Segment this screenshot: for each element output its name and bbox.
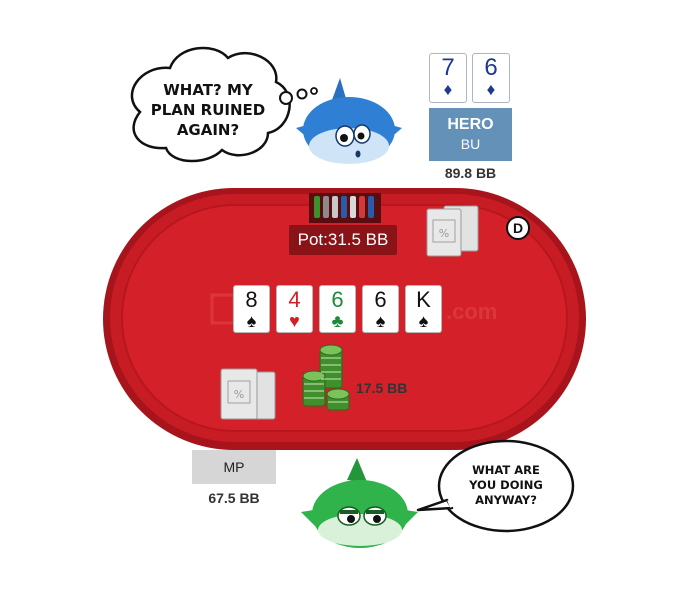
hero-thought-line-2: PLAN RUINED — [150, 101, 266, 119]
villain-bet-amount: 17.5 BB — [356, 380, 408, 396]
board-card-2-suit: ♥ — [289, 311, 300, 331]
hero-card-1-suit: ♦ — [443, 80, 453, 99]
green-shark-avatar — [301, 458, 418, 548]
hero-name: HERO — [447, 116, 494, 133]
board-card-3-suit: ♣ — [331, 311, 344, 331]
svg-text:%: % — [234, 388, 244, 401]
hero-thought-line-1: WHAT? MY — [163, 81, 253, 99]
hero-card-2-suit: ♦ — [486, 80, 496, 99]
board-cards: 8 ♠ 4 ♥ 6 ♣ 6 ♠ K ♠ — [233, 285, 445, 335]
hero-facedown-cards: % — [426, 205, 479, 257]
watermark-text: .com — [446, 299, 497, 324]
villain-seat[interactable]: MP — [192, 450, 276, 484]
villain-speech-line-3: ANYWAY? — [475, 493, 537, 507]
villain-speech-line-2: YOU DOING — [469, 478, 543, 492]
board-card-3-rank: 6 — [331, 287, 344, 312]
board-card-1-rank: 8 — [245, 287, 258, 312]
hero-card-1-rank: 7 — [441, 54, 455, 81]
board-card-4-rank: 6 — [374, 287, 387, 312]
bet-chip-stack — [302, 344, 350, 411]
villain-stack: 67.5 BB — [208, 490, 260, 506]
board-card-5-suit: ♠ — [418, 311, 429, 331]
pot-label: Pot:31.5 BB — [289, 225, 397, 255]
hero-seat[interactable]: HERO BU — [429, 108, 512, 161]
board-card-4: 6 ♠ — [362, 285, 399, 333]
hero-stack: 89.8 BB — [444, 165, 497, 181]
board-card-3: 6 ♣ — [319, 285, 356, 333]
board-card-5-rank: K — [416, 287, 431, 312]
hero-thought-line-3: AGAIN? — [176, 121, 240, 139]
hero-card-2: 6 ♦ — [472, 53, 510, 103]
board-card-5: K ♠ — [405, 285, 442, 333]
board-card-1-suit: ♠ — [246, 311, 257, 331]
watermark-logo: .com — [210, 293, 497, 325]
board-card-2: 4 ♥ — [276, 285, 313, 333]
hero-thought-text: WHAT? MY PLAN RUINED AGAIN? — [140, 80, 276, 140]
hero-card-2-rank: 6 — [484, 54, 498, 81]
hero-card-1: 7 ♦ — [429, 53, 467, 103]
hero-thought-bubble — [130, 46, 318, 163]
blue-shark-avatar — [296, 78, 402, 164]
villain-speech-text: WHAT ARE YOU DOING ANYWAY? — [452, 463, 560, 508]
chip-rack — [309, 193, 381, 223]
board-card-2-rank: 4 — [288, 287, 301, 312]
villain-speech-bubble — [416, 439, 575, 533]
board-card-1: 8 ♠ — [233, 285, 270, 333]
hero-position: BU — [460, 136, 481, 152]
board-card-4-suit: ♠ — [375, 311, 386, 331]
dealer-button: D — [506, 216, 530, 240]
svg-text:%: % — [439, 227, 449, 240]
villain-facedown-cards: % — [220, 368, 276, 420]
villain-speech-line-1: WHAT ARE — [472, 463, 540, 477]
